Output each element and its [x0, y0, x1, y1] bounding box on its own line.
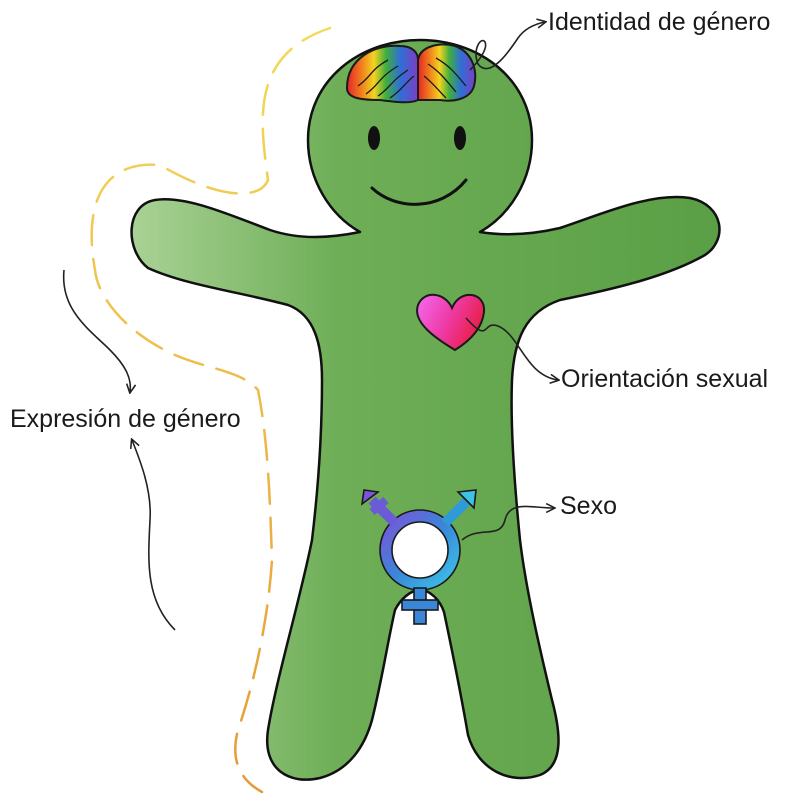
- sexual-orientation-label: Orientación sexual: [561, 367, 768, 392]
- right-eye: [454, 126, 466, 150]
- expression-arrow-top: [64, 270, 131, 392]
- rainbow-brain-icon: [347, 45, 475, 103]
- gender-expression-label: Expresión de género: [10, 407, 241, 432]
- sex-label: Sexo: [560, 494, 617, 519]
- expression-arrow-bottom: [132, 440, 175, 630]
- left-eye: [368, 126, 380, 150]
- gender-identity-label: Identidad de género: [548, 10, 770, 35]
